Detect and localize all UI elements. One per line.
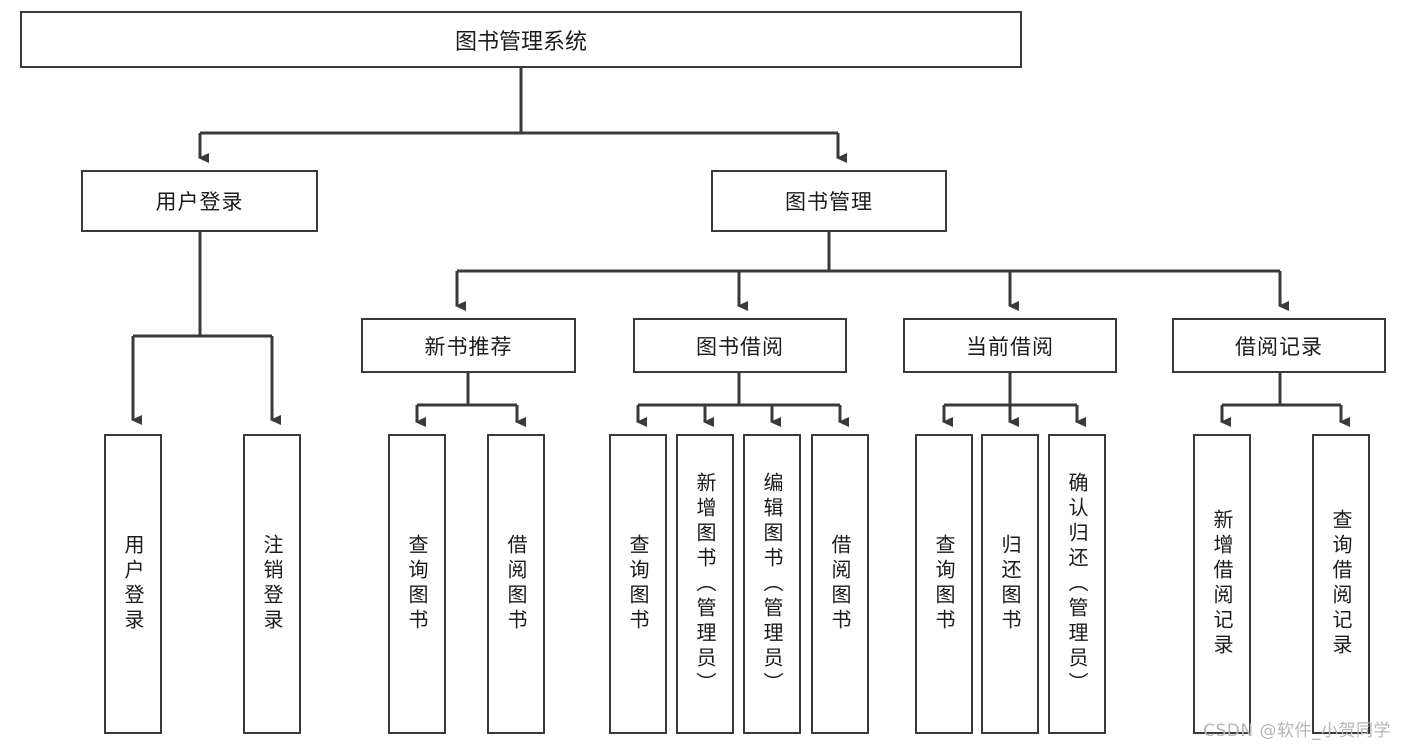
leaf-add-book-admin[interactable]: 新增图书（管理员）: [676, 434, 734, 734]
leaf-label: 确认归还（管理员）: [1065, 471, 1089, 697]
node-label: 借阅记录: [1235, 334, 1323, 359]
leaf-query-book-current[interactable]: 查询图书: [915, 434, 973, 734]
node-borrow-record[interactable]: 借阅记录: [1172, 318, 1386, 373]
node-label: 图书管理: [785, 190, 873, 214]
node-root-system[interactable]: 图书管理系统: [20, 11, 1022, 68]
leaf-label: 新增借阅记录: [1210, 509, 1234, 659]
leaf-user-logout[interactable]: 注销登录: [243, 434, 301, 734]
node-label: 图书管理系统: [454, 29, 587, 55]
leaf-confirm-return-admin[interactable]: 确认归还（管理员）: [1048, 434, 1106, 734]
node-label: 新书推荐: [424, 334, 513, 359]
leaf-add-borrow-record[interactable]: 新增借阅记录: [1193, 434, 1251, 734]
node-user-login[interactable]: 用户登录: [81, 170, 318, 232]
node-book-management[interactable]: 图书管理: [711, 170, 947, 232]
leaf-edit-book-admin[interactable]: 编辑图书（管理员）: [743, 434, 801, 734]
leaf-label: 借阅图书: [504, 534, 528, 634]
leaf-label: 查询图书: [932, 534, 956, 634]
leaf-label: 查询图书: [405, 534, 429, 634]
leaf-label: 编辑图书（管理员）: [760, 471, 784, 697]
node-label: 用户登录: [155, 190, 244, 214]
leaf-label: 归还图书: [998, 534, 1022, 634]
leaf-label: 用户登录: [121, 534, 145, 634]
leaf-borrow-book-recommend[interactable]: 借阅图书: [487, 434, 545, 734]
leaf-user-login[interactable]: 用户登录: [104, 434, 162, 734]
node-new-book-recommend[interactable]: 新书推荐: [361, 318, 576, 373]
node-current-borrow[interactable]: 当前借阅: [903, 318, 1117, 373]
leaf-query-borrow-record[interactable]: 查询借阅记录: [1312, 434, 1370, 734]
leaf-return-book[interactable]: 归还图书: [981, 434, 1039, 734]
node-book-borrow[interactable]: 图书借阅: [633, 318, 847, 373]
leaf-query-book-borrow[interactable]: 查询图书: [609, 434, 667, 734]
leaf-query-book-recommend[interactable]: 查询图书: [388, 434, 446, 734]
leaf-label: 借阅图书: [828, 534, 852, 634]
node-label: 当前借阅: [966, 334, 1054, 359]
leaf-borrow-book[interactable]: 借阅图书: [811, 434, 869, 734]
leaf-label: 查询图书: [626, 534, 650, 634]
leaf-label: 查询借阅记录: [1329, 509, 1353, 659]
node-label: 图书借阅: [696, 334, 784, 359]
leaf-label: 新增图书（管理员）: [693, 471, 717, 697]
leaf-label: 注销登录: [260, 534, 284, 634]
